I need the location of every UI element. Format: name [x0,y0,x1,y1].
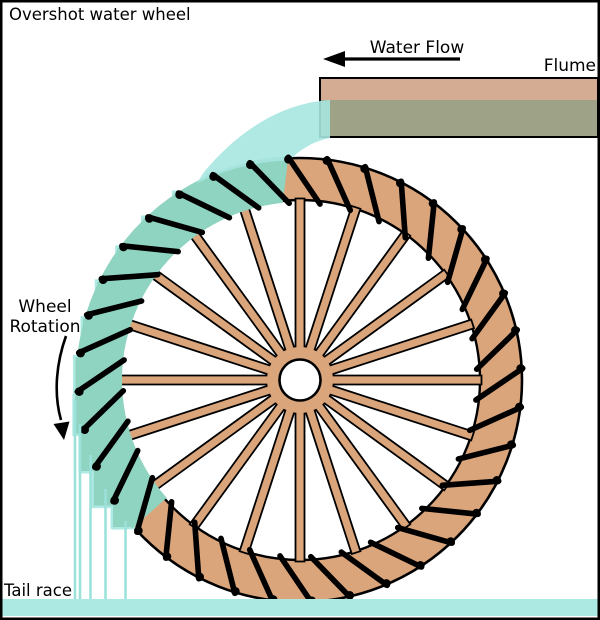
bucket-blade [247,159,293,207]
wheel-spokes [117,197,483,563]
bucket-blade [307,553,354,601]
bucket-pin [416,561,425,570]
wheel-axle-hole [278,358,322,402]
bucket-blade [473,365,526,403]
bucket-blade [110,447,141,505]
bucket-pin [446,537,456,546]
bucket-blade [439,478,502,489]
bucket-pin [515,402,524,412]
bucket-blade [119,243,181,255]
water-flow-arrowhead [323,51,345,67]
bucket-blade [425,199,438,262]
wheel-spoke [294,403,306,563]
diagram-title: Overshot water wheel [9,5,191,24]
bucket-pin [499,289,508,298]
bucket-pin [360,164,369,173]
bucket-pin [84,311,93,320]
bucket-blade [163,498,175,561]
water-wheel [76,156,524,604]
bucket-blade [394,524,455,546]
rotation-arrow-curve [55,335,68,421]
water-flow-annotation: Water Flow [323,38,464,67]
bucket-pin [134,526,143,535]
bucket-blade [398,178,409,241]
bucket-pin [80,425,89,435]
bucket-blade [79,387,127,434]
tail-race-water [2,599,598,616]
flume-water [320,78,598,100]
rotation-arrowhead [53,421,70,440]
bucket-pin [428,199,438,208]
bucket-pin [345,591,355,600]
bucket-blade [444,225,466,286]
bucket-blade [473,326,521,373]
bucket-pin [511,326,520,335]
bucket-pin [92,462,101,471]
bucket-blade [210,171,262,211]
bucket-blade [466,404,525,434]
bucket-pin [507,440,516,449]
bucket-pin [195,572,204,582]
bucket-pin [472,508,481,518]
bucket-blade [145,214,206,236]
bucket-pin [396,178,405,188]
bucket-blade [134,474,156,535]
flume-body [320,100,598,137]
bucket-blade [324,155,354,214]
bucket-blade [469,290,509,342]
wheel-spoke [294,197,306,357]
bucket-blade [459,255,490,313]
bucket-blade [246,546,276,605]
wheel-spoke [323,374,483,386]
bucket-pin [110,496,119,505]
bucket-pin [119,242,128,252]
bucket-pin [284,155,293,164]
bucket-pin [492,476,502,485]
bucket-blade [338,549,390,589]
flume [319,77,599,138]
bucket-pin [322,156,332,165]
bucket-pin [231,587,240,596]
bucket-pin [162,552,172,561]
wheel-spoke [117,374,277,386]
bucket-pin [516,364,525,373]
water-drip-lines [73,400,127,601]
bucket-blade [285,154,323,207]
bucket-blade [75,326,134,356]
wheel-rotation-annotation: Wheel Rotation [9,297,81,440]
bucket-blade [191,519,202,582]
bucket-pin [145,214,154,223]
bucket-blade [367,539,425,570]
bucket-pin [382,579,391,588]
bucket-pin [209,172,218,181]
bucket-blade [362,163,382,225]
wheel-buckets [74,154,526,606]
wheel-rotation-label-line1: Wheel [18,297,71,317]
bucket-pin [481,255,490,264]
bucket-pin [175,190,184,199]
bucket-blade [175,190,233,221]
bucket-blade [218,535,238,597]
bucket-pin [98,275,108,285]
wheel-rotation-label-line2: Rotation [9,317,80,337]
water-flow-label: Water Flow [370,38,465,58]
bucket-blade [83,298,145,318]
flume-label: Flume [544,56,596,76]
bucket-blade [277,553,315,606]
bucket-blade [418,505,481,518]
bucket-blade [91,418,131,470]
bucket-blade [455,442,517,462]
bucket-pin [76,348,85,358]
tail-race-label: Tail race [3,581,72,600]
bucket-blade [98,271,161,282]
water-stream [196,100,330,184]
bucket-pin [75,387,84,396]
bucket-pin [457,225,466,234]
bucket-blade [74,357,127,395]
bucket-pin [246,160,255,169]
